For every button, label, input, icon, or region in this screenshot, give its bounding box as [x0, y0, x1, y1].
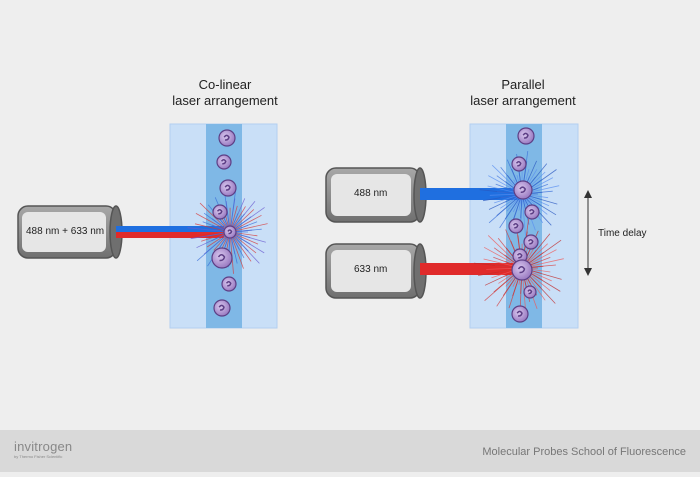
colinear-title: Co-linear laser arrangement: [150, 77, 300, 109]
time-delay-label: Time delay: [598, 228, 647, 239]
cell: [525, 205, 539, 219]
colinear-laser-label: 488 nm + 633 nm: [26, 226, 104, 237]
cell: [212, 248, 232, 268]
cell: [222, 277, 236, 291]
colinear-title-line2: laser arrangement: [150, 93, 300, 109]
cell: [214, 300, 230, 316]
parallel-title-line2: laser arrangement: [448, 93, 598, 109]
laser-488-label: 488 nm: [354, 188, 387, 199]
cell: [224, 226, 236, 238]
cell: [512, 306, 528, 322]
cell: [524, 286, 536, 298]
cell: [213, 205, 227, 219]
parallel-title: Parallel laser arrangement: [448, 77, 598, 109]
cell: [217, 155, 231, 169]
cell: [512, 157, 526, 171]
cell: [509, 219, 523, 233]
cell: [518, 128, 534, 144]
cell: [219, 130, 235, 146]
brand-subtitle: by Thermo Fisher Scientific: [14, 454, 62, 459]
parallel-title-line1: Parallel: [448, 77, 598, 93]
school-name: Molecular Probes School of Fluorescence: [482, 446, 686, 458]
cell: [524, 235, 538, 249]
cell: [220, 180, 236, 196]
brand-logo: invitrogen: [14, 440, 72, 454]
laser-633-label: 633 nm: [354, 264, 387, 275]
time-delay-arrow: [584, 190, 592, 276]
colinear-title-line1: Co-linear: [150, 77, 300, 93]
cell: [512, 260, 532, 280]
cell: [514, 181, 532, 199]
